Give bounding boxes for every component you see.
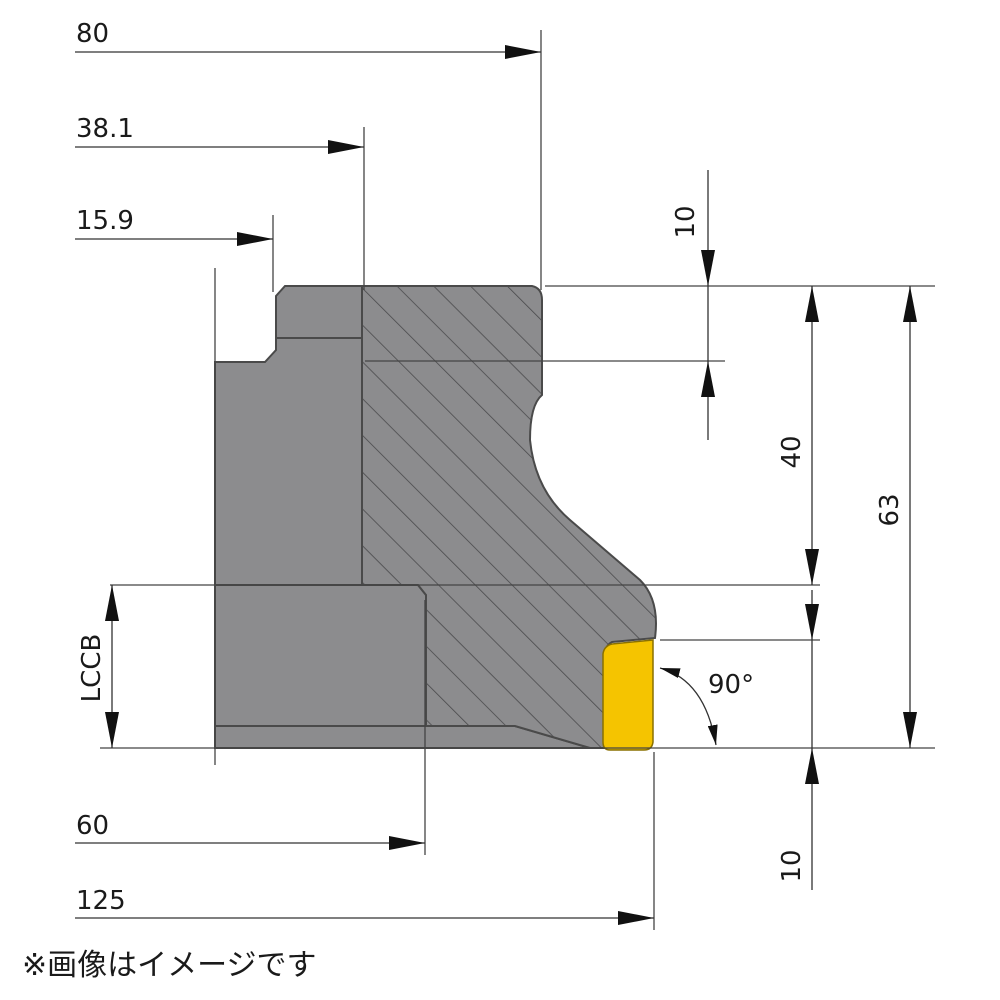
angle-annotation: 90° [659,667,754,746]
dim-label-38-1: 38.1 [76,114,134,144]
image-note: ※画像はイメージです [22,948,317,983]
dim-label-lccb: LCCB [77,634,107,703]
dim-label-10-bottom: 10 [777,849,807,882]
hub-section [214,337,363,586]
keyway-section [275,285,363,339]
dim-label-125: 125 [76,886,126,916]
lower-body-section [214,584,427,727]
horizontal-dimensions: 80 38.1 15.9 60 125 [75,19,654,925]
dim-label-60: 60 [76,811,109,841]
vertical-dimensions: 10 40 63 10 LCCB [77,170,917,890]
dim-label-40: 40 [777,435,807,468]
dim-label-63: 63 [875,493,905,526]
dim-label-15-9: 15.9 [76,206,134,236]
angle-arc [659,667,718,746]
extension-lines [100,30,935,930]
dim-label-80: 80 [76,19,109,49]
cutter-body [214,285,591,749]
angle-label: 90° [708,670,754,700]
cutting-insert [602,639,654,751]
dim-label-10-top: 10 [671,205,701,238]
